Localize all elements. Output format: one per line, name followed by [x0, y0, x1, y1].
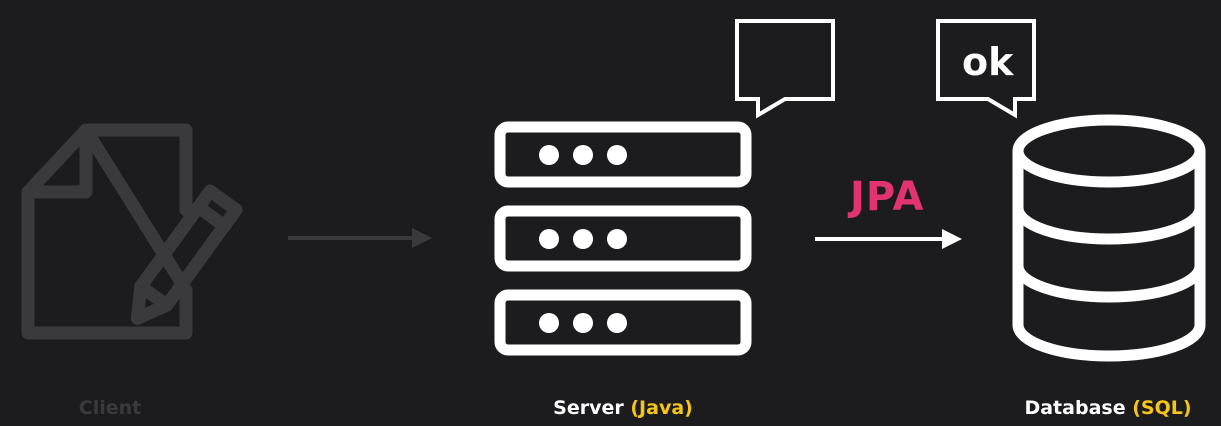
database-cylinder-icon [1012, 114, 1206, 362]
server-paren-open: ( [630, 397, 640, 419]
server-rack-icon [494, 121, 752, 356]
db-bubble-text: ok [962, 40, 1014, 84]
database-label: Database (SQL) [1024, 397, 1191, 419]
server-paren-close: ) [684, 397, 693, 419]
client-label: Client [78, 397, 142, 419]
server-label-highlight: Java [639, 397, 685, 419]
arrow-client-server [288, 228, 432, 248]
database-paren-open: ( [1132, 397, 1141, 419]
database-label-highlight: SQL [1140, 397, 1183, 419]
jpa-label: JPA [850, 174, 925, 220]
server-unit-3 [494, 289, 752, 356]
speech-bubble-icon [936, 19, 1036, 119]
speech-bubble-icon [735, 19, 835, 119]
server-unit-2 [494, 205, 752, 272]
database-label-main: Database [1024, 397, 1133, 419]
server-label: Server (Java) [553, 397, 693, 419]
document-pencil-icon [21, 123, 243, 340]
arrow-server-db [815, 229, 962, 249]
server-unit-1 [494, 121, 752, 188]
database-paren-close: ) [1182, 397, 1192, 419]
server-label-main: Server [553, 397, 631, 419]
